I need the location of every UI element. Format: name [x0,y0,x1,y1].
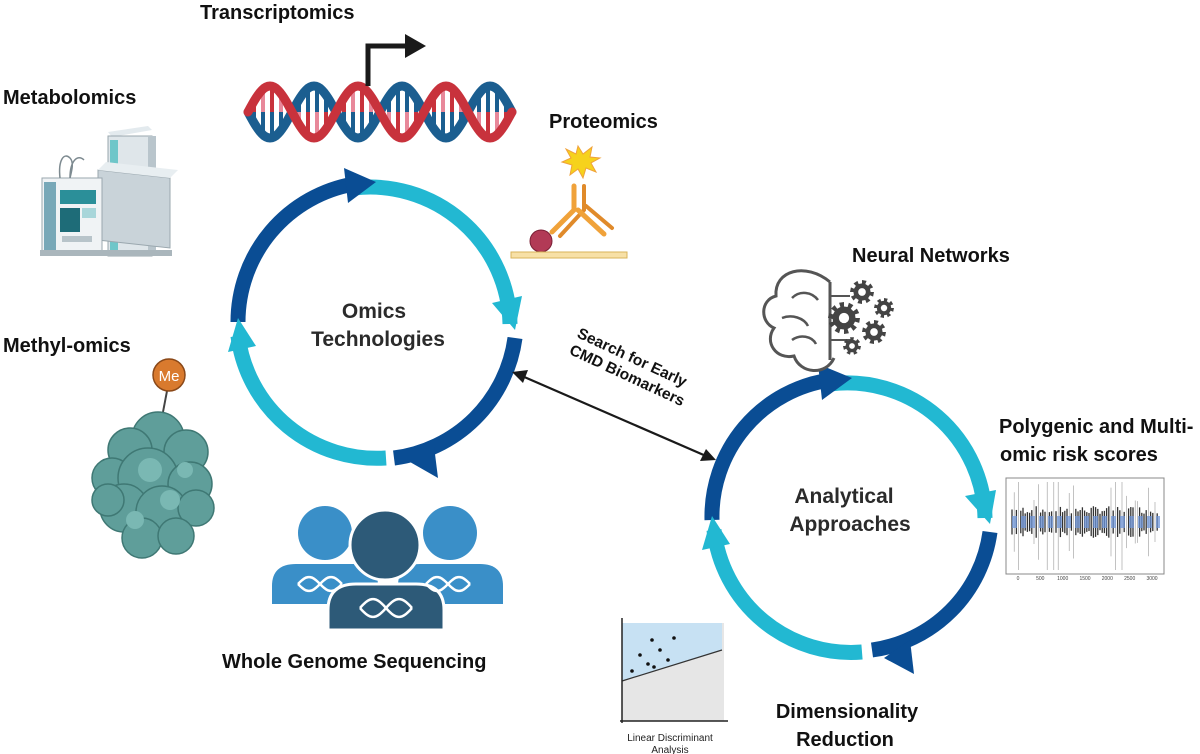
antibody-icon [510,144,628,259]
neural-networks-label: Neural Networks [852,245,1010,267]
analytical-arrowhead-bottom [884,640,914,674]
lda-label-line2: Analysis [651,745,688,754]
dna-helix-icon [243,34,517,143]
polygenic-label-line1: Polygenic and Multi- [999,416,1193,438]
proteomics-label: Proteomics [549,111,658,133]
omics-arrowhead-left [228,318,256,352]
risk-plot-tick-label: 2500 [1124,576,1135,582]
lda-plot-icon: Linear Discriminant Analysis [620,618,728,754]
analytical-cycle: Analytical Approaches [702,364,998,674]
analytical-title-line1: Analytical [794,485,893,508]
transcription-start-arrow-icon [365,34,426,86]
antigen-bead-icon [529,229,553,253]
analytical-arc-bottom [706,529,863,660]
dimensionality-label-line2: Reduction [796,729,894,751]
omics-cycle: Omics Technologies [228,168,523,478]
methyl-tag-text: Me [159,368,180,385]
metabolomics-label: Metabolomics [3,87,136,109]
analytical-title-line2: Approaches [789,513,910,536]
dimensionality-label-line1: Dimensionality [776,701,919,723]
analytical-arrowhead-right [965,490,996,524]
connector-arrowhead-left [512,370,528,383]
mass-spectrometer-icon [40,126,178,257]
people-dna-icon [272,506,503,632]
methyl-group-icon [152,358,186,392]
antigen-glow-icon [560,144,602,180]
biomarker-connector: Search for Early CMD Biomarkers [512,325,716,461]
connector-arrowhead-right [700,449,716,461]
risk-plot-tick-label: 0 [1017,576,1020,582]
omics-arrowhead-right [492,296,522,330]
brain-gears-icon [762,269,894,372]
omics-arc-top [353,179,518,325]
omics-arrowhead-top [344,168,376,203]
analytical-arrowhead-top [818,364,852,400]
analytical-arc-right [870,530,998,658]
risk-plot-tick-label: 1500 [1079,576,1090,582]
risk-score-plot-icon: 0 500 1000 1500 2000 2500 3000 [1005,477,1165,582]
risk-plot-tick-label: 1000 [1057,576,1068,582]
lda-label-line1: Linear Discriminant [627,733,713,744]
analytical-arc-top [829,375,993,519]
omics-title-line2: Technologies [311,328,445,351]
analytical-arc-left [704,372,832,521]
whole-genome-label: Whole Genome Sequencing [222,651,486,673]
omics-arc-left [230,176,356,323]
risk-plot-tick-label: 2000 [1102,576,1113,582]
analytical-arrowhead-left [702,516,730,550]
omics-arc-bottom [230,335,387,466]
risk-plot-tick-label: 500 [1036,576,1045,582]
omics-arc-right [392,336,523,466]
risk-plot-tick-label: 3000 [1146,576,1157,582]
omics-arrowhead-bottom [410,446,438,478]
methyl-omics-label: Methyl-omics [3,335,131,357]
transcriptomics-label: Transcriptomics [200,2,355,24]
polygenic-label-line2: omic risk scores [1000,444,1158,466]
omics-title-line1: Omics [342,300,406,323]
methylated-protein-icon: Me [91,358,215,559]
